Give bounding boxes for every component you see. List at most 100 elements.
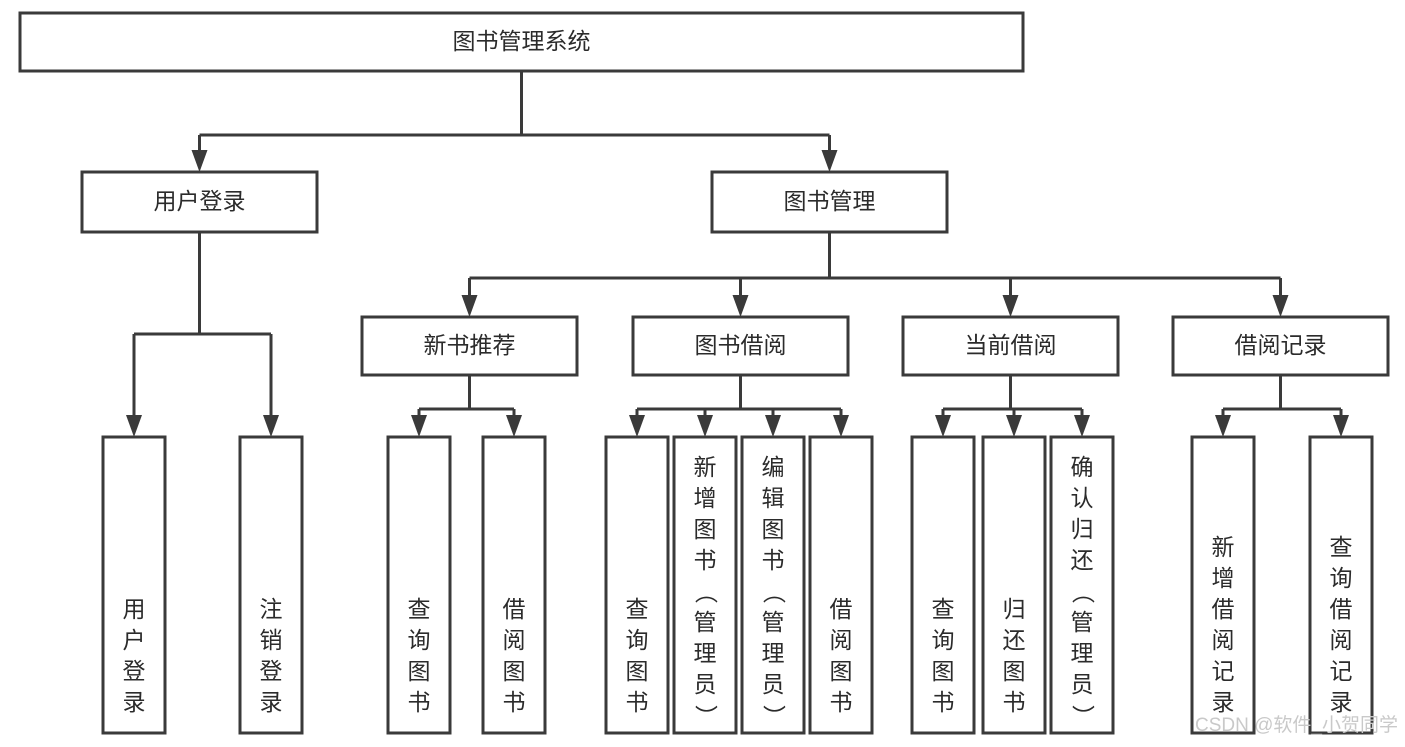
node-label-char: （ <box>761 581 787 604</box>
node-label-char: 确 <box>1071 454 1094 480</box>
connector-group-current-borrow <box>935 375 1090 437</box>
node-label-char: 员 <box>762 671 785 697</box>
node-label-char: 书 <box>762 547 785 573</box>
node-label-char: 新 <box>1212 534 1235 560</box>
node-label-char: 注 <box>260 596 283 622</box>
node-label-char: 新 <box>694 454 717 480</box>
node-label-char: 理 <box>1071 640 1094 666</box>
node-label-char: （ <box>693 581 719 604</box>
node-book-manage[interactable]: 图书管理 <box>710 170 949 234</box>
node-label-char: 登 <box>260 658 283 684</box>
node-root[interactable]: 图书管理系统 <box>18 11 1025 73</box>
node-label-char: 图 <box>626 658 649 684</box>
node-label-char: 借 <box>1330 596 1353 622</box>
node-book-borrow[interactable]: 图书借阅 <box>631 315 850 377</box>
connector-group-book-manage <box>461 232 1289 317</box>
node-label-char: 管 <box>1071 609 1094 635</box>
connector-group-root <box>191 71 838 172</box>
node-label-char: 增 <box>694 485 717 511</box>
node-label-char: 阅 <box>1212 627 1235 653</box>
node-label-char: 还 <box>1071 547 1094 573</box>
csdn-watermark: CSDN @软件_小贺同学 <box>1195 714 1398 736</box>
node-label-char: 销 <box>260 627 283 653</box>
node-label-char: 编 <box>762 454 785 480</box>
node-current-borrow[interactable]: 当前借阅 <box>901 315 1120 377</box>
node-label-char: 用 <box>123 596 146 622</box>
node-label-char: 还 <box>1003 627 1026 653</box>
node-label-char: 询 <box>932 627 955 653</box>
node-label-char: 归 <box>1071 516 1094 542</box>
node-user-login[interactable]: 用户登录 <box>80 170 319 234</box>
node-label-char: 管 <box>694 609 717 635</box>
node-label-char: 图 <box>932 658 955 684</box>
node-label-char: 记 <box>1212 658 1235 684</box>
node-label-char: 查 <box>626 596 649 622</box>
node-label-char: 书 <box>1003 689 1026 715</box>
node-label-char: 录 <box>123 689 146 715</box>
node-label-char: 书 <box>932 689 955 715</box>
node-label-char: 管 <box>762 609 785 635</box>
node-label-char: 辑 <box>762 485 785 511</box>
node-label-char: 理 <box>694 640 717 666</box>
node-label-char: 查 <box>408 596 431 622</box>
node-label-char: ） <box>761 705 787 728</box>
node-label-char: 书 <box>694 547 717 573</box>
node-label-char: ） <box>693 705 719 728</box>
node-label: 新书推荐 <box>424 332 516 358</box>
node-label-char: （ <box>1070 581 1096 604</box>
node-label-char: 录 <box>1330 689 1353 715</box>
node-label-char: 认 <box>1071 485 1094 511</box>
connector-group-borrow-record <box>1215 375 1349 437</box>
node-label-char: ） <box>1070 705 1096 728</box>
node-label-char: 登 <box>123 658 146 684</box>
node-label-char: 图 <box>1003 658 1026 684</box>
node-label-char: 图 <box>830 658 853 684</box>
node-label-char: 录 <box>1212 689 1235 715</box>
node-label-char: 查 <box>1330 534 1353 560</box>
node-label-char: 图 <box>408 658 431 684</box>
node-label: 用户登录 <box>154 188 246 214</box>
node-label-char: 阅 <box>503 627 526 653</box>
node-label: 图书管理 <box>784 188 876 214</box>
node-label-char: 户 <box>123 627 146 653</box>
node-label-char: 查 <box>932 596 955 622</box>
connector-layer <box>126 71 1349 437</box>
node-label-char: 询 <box>1330 565 1353 591</box>
node-label-char: 理 <box>762 640 785 666</box>
node-label-char: 书 <box>408 689 431 715</box>
node-new-book-recommend[interactable]: 新书推荐 <box>360 315 579 377</box>
node-label-char: 阅 <box>1330 627 1353 653</box>
node-label-char: 录 <box>260 689 283 715</box>
node-label: 图书借阅 <box>695 332 787 358</box>
node-label-char: 阅 <box>830 627 853 653</box>
node-label-char: 询 <box>626 627 649 653</box>
node-label-char: 员 <box>1071 671 1094 697</box>
node-label: 借阅记录 <box>1235 332 1327 358</box>
node-leaf-user-login[interactable]: 用户登录 <box>101 435 167 735</box>
node-label-char: 书 <box>830 689 853 715</box>
node-label-char: 书 <box>626 689 649 715</box>
node-borrow-record[interactable]: 借阅记录 <box>1171 315 1390 377</box>
node-label-char: 询 <box>408 627 431 653</box>
node-layer: 图书管理系统用户登录图书管理新书推荐图书借阅当前借阅借阅记录用户登录注销登录查询… <box>18 11 1390 735</box>
node-label-char: 归 <box>1003 596 1026 622</box>
node-label-char: 员 <box>694 671 717 697</box>
connector-group-book-borrow <box>629 375 849 437</box>
connector-group-user-login <box>126 232 279 437</box>
node-label: 当前借阅 <box>965 332 1057 358</box>
connector-group-new-book-recommend <box>411 375 522 437</box>
